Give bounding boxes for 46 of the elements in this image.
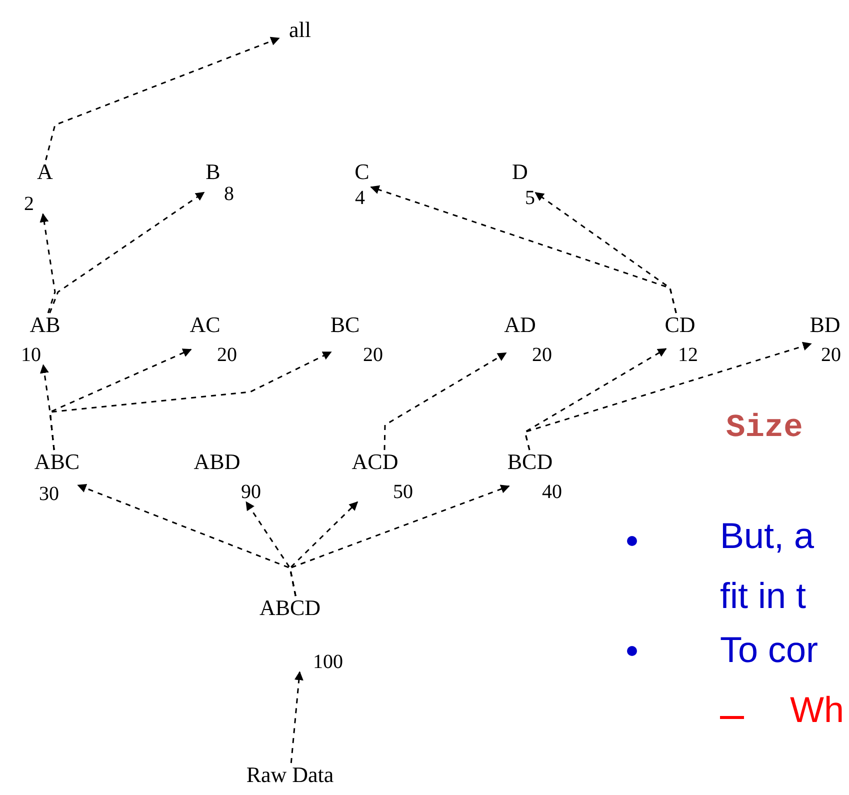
size-count: 2	[24, 194, 34, 214]
size-count: 12	[677, 345, 699, 365]
bullet-text: To cor	[720, 632, 818, 668]
size-count: 20	[531, 345, 553, 365]
size-count: 50	[392, 482, 414, 502]
lattice-node-label: ABC	[36, 450, 78, 474]
lattice-node-label: Raw Data	[245, 763, 335, 787]
dashed-arrow	[49, 351, 332, 450]
lattice-node-label: ABD	[196, 450, 238, 474]
dashed-arrow	[45, 36, 280, 160]
size-count: 8	[224, 184, 234, 204]
dashed-arrow	[40, 213, 56, 314]
dashed-arrow	[384, 352, 507, 450]
size-count: 20	[820, 345, 842, 365]
size-count: 100	[312, 652, 344, 672]
size-count: 20	[216, 345, 238, 365]
dashed-arrow	[534, 192, 677, 314]
lattice-node-label: A	[36, 160, 54, 184]
lattice-node-label: BCD	[509, 450, 551, 474]
size-count: 90	[240, 482, 262, 502]
bullet-text: But, a	[720, 518, 814, 554]
sub-bullet-text: Wh	[790, 692, 844, 728]
lattice-node-label: BC	[331, 313, 359, 337]
size-count: 20	[362, 345, 384, 365]
lattice-node-label: D	[511, 160, 529, 184]
lattice-node-label: AD	[506, 313, 534, 337]
lattice-node-label: AC	[191, 313, 219, 337]
size-count: 10	[20, 345, 42, 365]
lattice-node-label: C	[354, 160, 370, 184]
dashed-arrow	[289, 484, 510, 596]
dashed-arrow	[49, 192, 205, 314]
lattice-node-label: CD	[666, 313, 694, 337]
lattice-node-label: ABCD	[262, 596, 318, 620]
lattice-node-label: B	[204, 160, 222, 184]
lattice-node-label: ACD	[354, 450, 396, 474]
dashed-arrow	[290, 671, 304, 764]
dashed-arrow	[524, 342, 812, 450]
size-count: 40	[541, 482, 563, 502]
lattice-node-label: BD	[811, 313, 839, 337]
bullet-text: fit in t	[720, 578, 806, 614]
lattice-node-label: AB	[31, 313, 59, 337]
size-count: 4	[354, 188, 366, 208]
size-count: 30	[38, 484, 60, 504]
lattice-node-label: all	[288, 18, 312, 42]
size-count: 5	[524, 188, 536, 208]
slide-heading: Size	[726, 412, 803, 444]
